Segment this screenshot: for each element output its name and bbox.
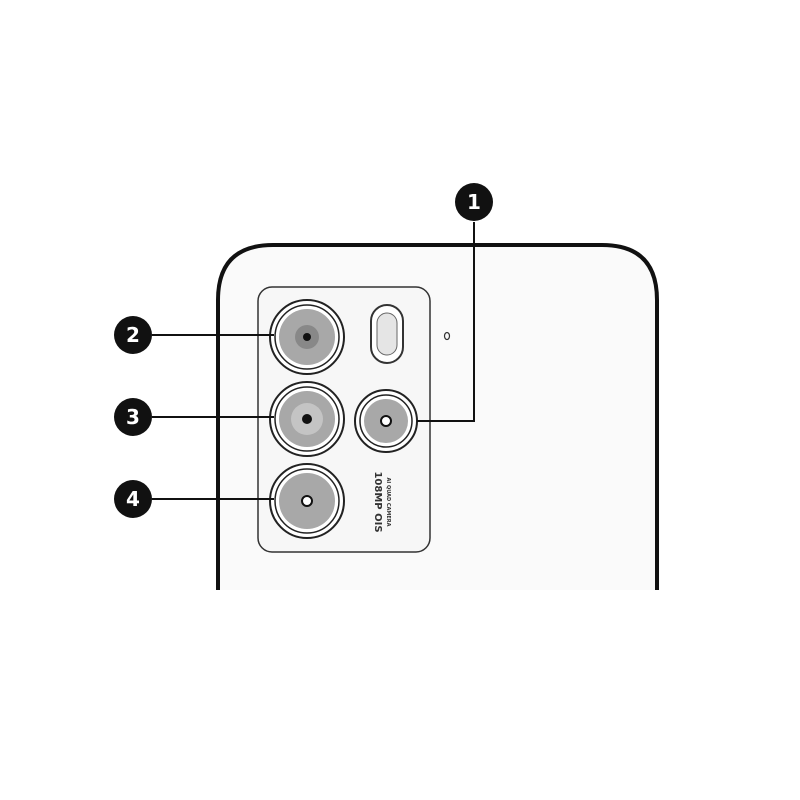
middle-lens — [269, 381, 345, 457]
module-text-sub: AI QUAD CAMERA — [385, 477, 391, 526]
bottom-lens — [269, 463, 345, 539]
flash-ring-lens — [354, 389, 418, 453]
svg-text:3: 3 — [126, 405, 140, 429]
callout-4: 4 — [114, 480, 152, 518]
callout-2: 2 — [114, 316, 152, 354]
top-lens — [269, 299, 345, 375]
callout-1: 1 — [455, 183, 493, 221]
leader-line-1 — [417, 222, 475, 422]
svg-text:4: 4 — [126, 487, 140, 511]
module-text: 108MP OIS AI QUAD CAMERA — [372, 471, 391, 532]
module-text-main: 108MP OIS — [372, 471, 383, 532]
callout-3: 3 — [114, 398, 152, 436]
microphone — [443, 331, 451, 341]
svg-text:2: 2 — [126, 323, 140, 347]
svg-text:1: 1 — [467, 190, 481, 214]
